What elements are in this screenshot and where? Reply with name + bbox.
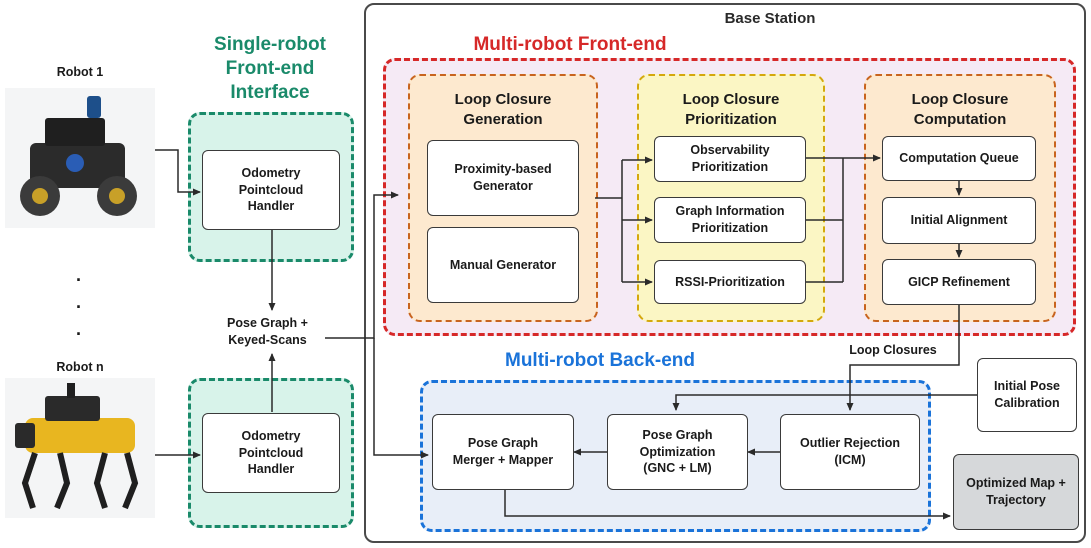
robot1-image xyxy=(5,88,155,228)
front-end-title: Multi-robot Front-end xyxy=(473,34,667,55)
robot-ellipsis: . . . xyxy=(76,265,82,339)
graph-information-prioritization: Graph Information Prioritization xyxy=(654,197,806,243)
gicp-refinement: GICP Refinement xyxy=(882,259,1036,305)
robot1-label: Robot 1 xyxy=(56,65,104,79)
base-station-title: Base Station xyxy=(724,10,816,27)
observability-prioritization: Observability Prioritization xyxy=(654,136,806,182)
optimized-map-trajectory: Optimized Map + Trajectory xyxy=(953,454,1079,530)
proximity-generator: Proximity-based Generator xyxy=(427,140,579,216)
odometry-handler-bottom: Odometry Pointcloud Handler xyxy=(202,413,340,493)
pose-graph-keyed-scans-label: Pose Graph + Keyed-Scans xyxy=(210,315,325,349)
robotn-image xyxy=(5,378,155,518)
manual-generator: Manual Generator xyxy=(427,227,579,303)
prioritization-title: Loop Closure Prioritization xyxy=(682,91,780,128)
pose-graph-merger: Pose Graph Merger + Mapper xyxy=(432,414,574,490)
outlier-rejection: Outlier Rejection (ICM) xyxy=(780,414,920,490)
computation-title: Loop Closure Computation xyxy=(911,91,1009,128)
rssi-prioritization: RSSI-Prioritization xyxy=(654,260,806,304)
loop-closures-label: Loop Closures xyxy=(838,343,948,357)
pose-graph-optimization: Pose Graph Optimization (GNC + LM) xyxy=(607,414,748,490)
generation-title: Loop Closure Generation xyxy=(454,91,552,128)
initial-pose-calibration: Initial Pose Calibration xyxy=(977,358,1077,432)
computation-queue: Computation Queue xyxy=(882,136,1036,181)
frontend-interface-title: Single-robot Front-end Interface xyxy=(214,34,326,103)
robotn-label: Robot n xyxy=(56,360,104,374)
back-end-title: Multi-robot Back-end xyxy=(505,350,695,371)
odometry-handler-top: Odometry Pointcloud Handler xyxy=(202,150,340,230)
initial-alignment: Initial Alignment xyxy=(882,197,1036,244)
